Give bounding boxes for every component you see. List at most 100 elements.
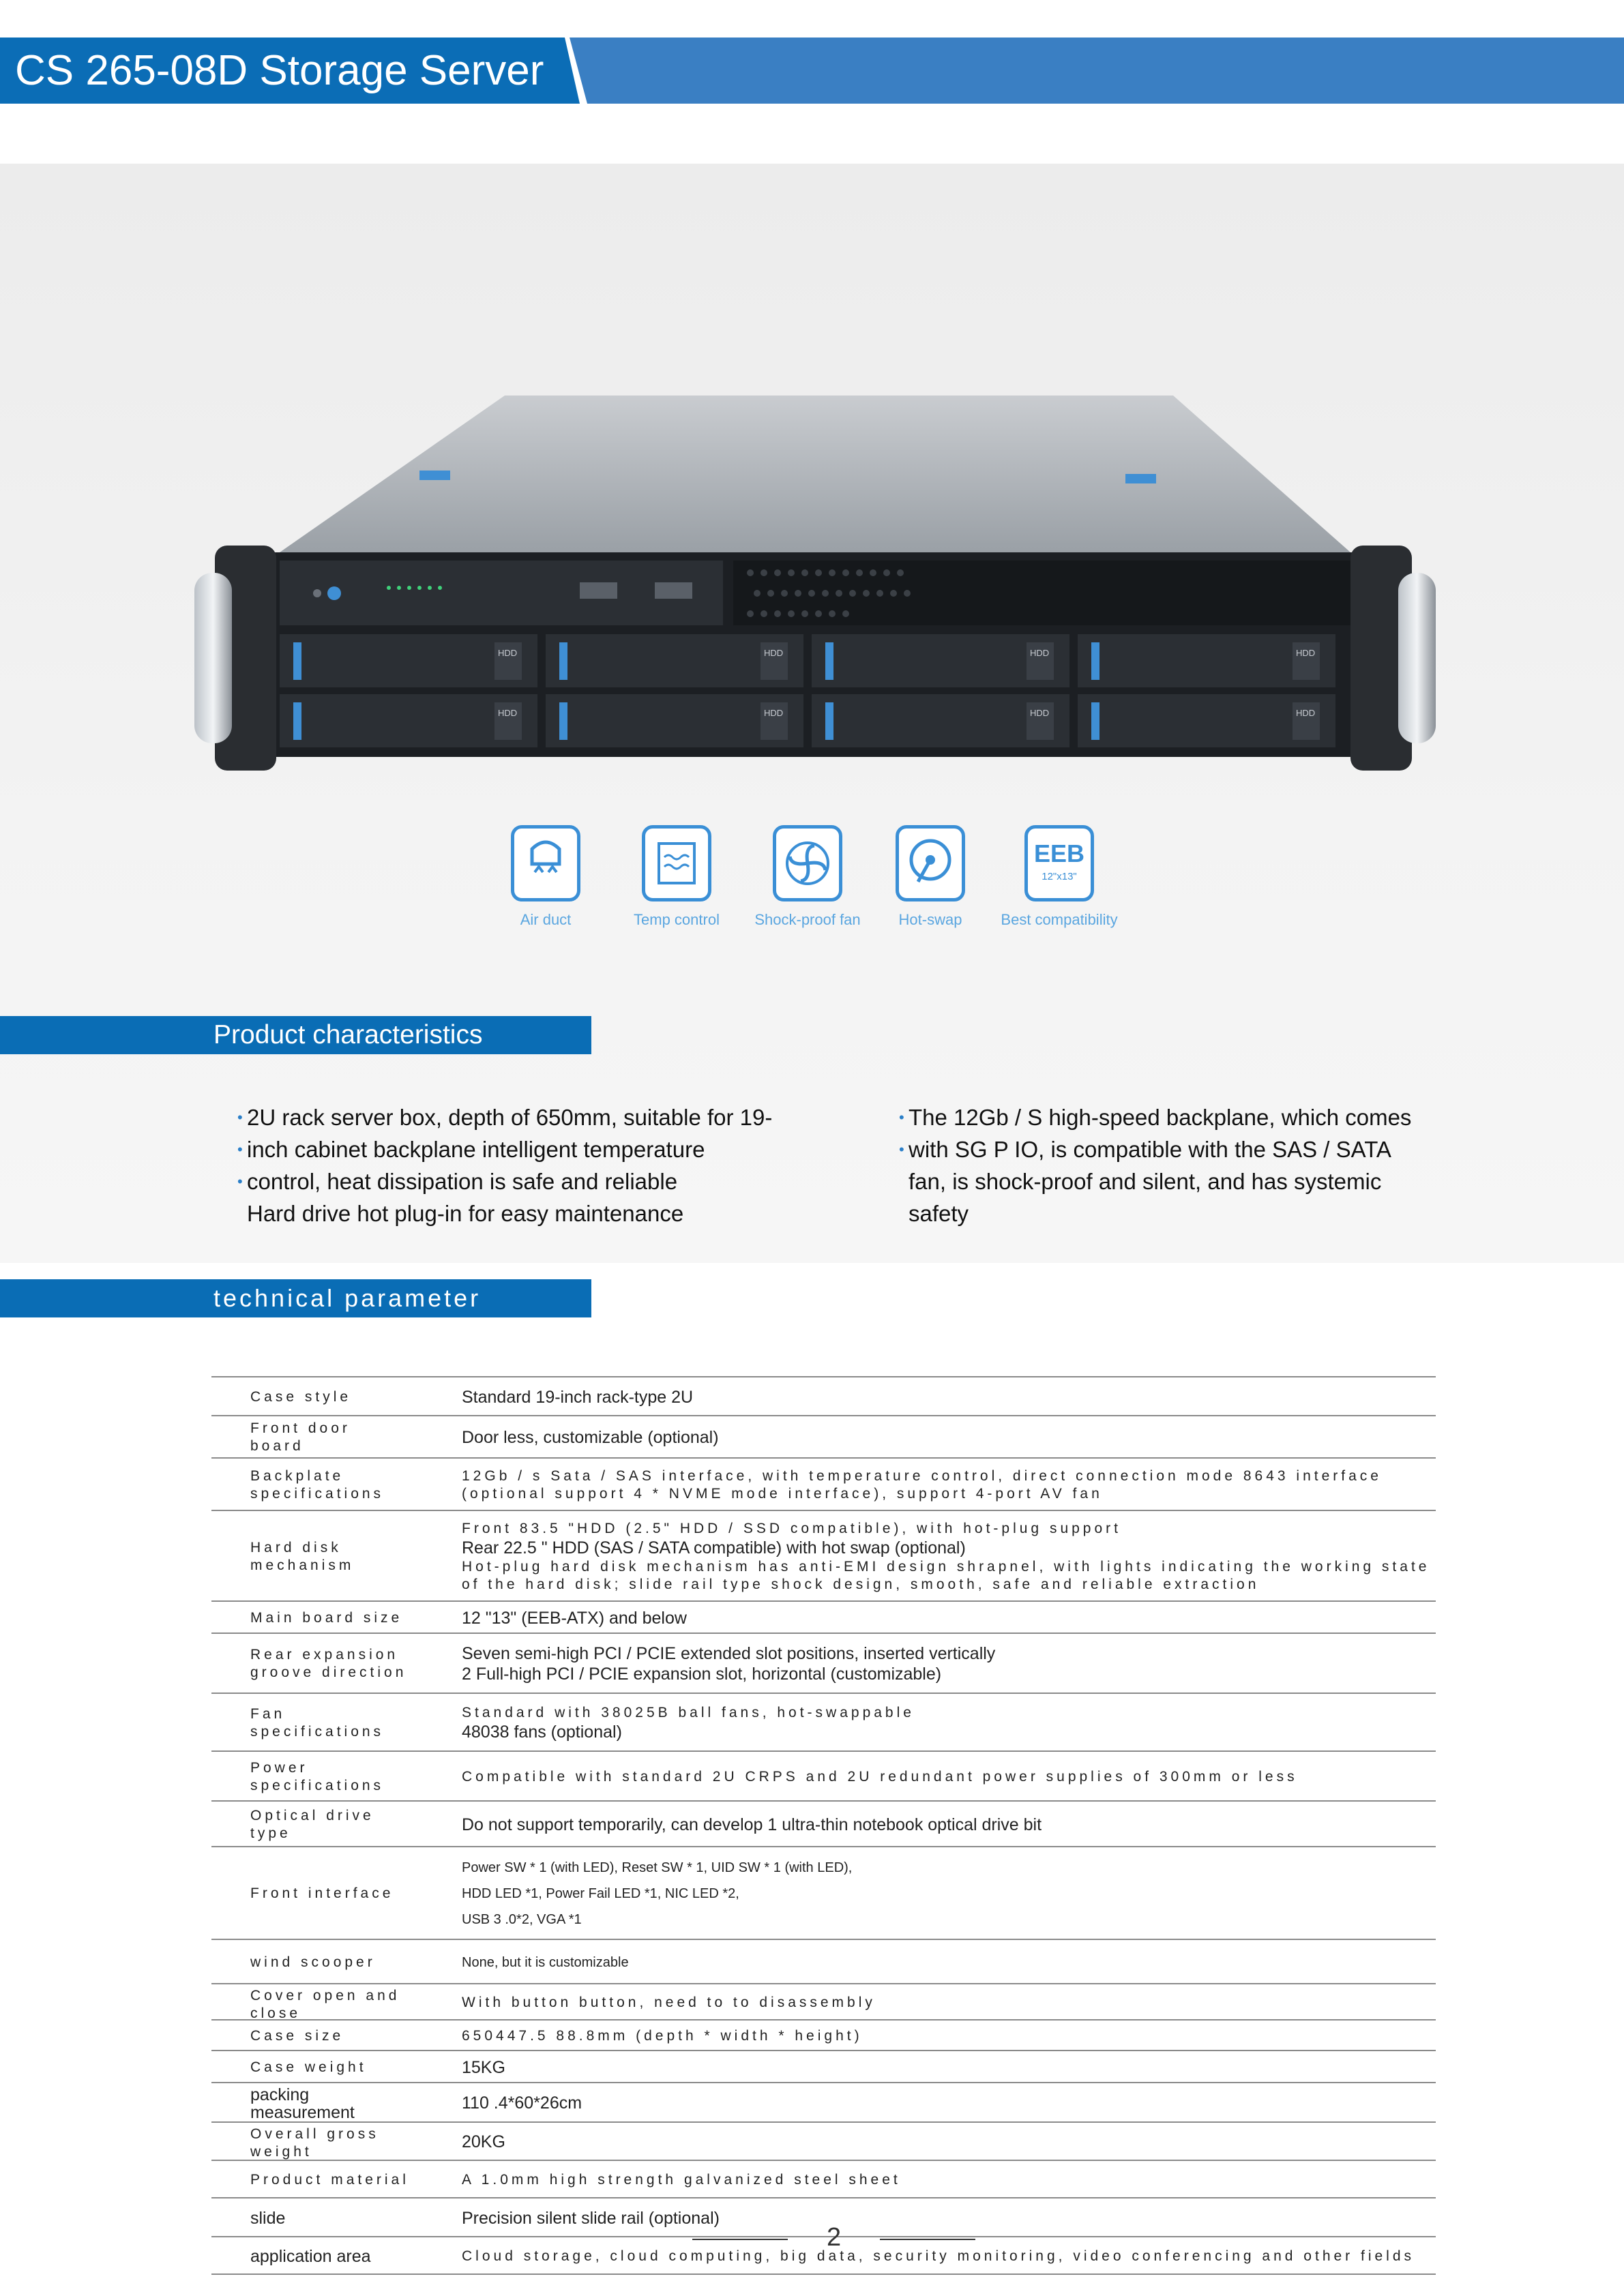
divider <box>880 2239 975 2240</box>
row-value: Cloud storage, cloud computing, big data… <box>462 2248 1430 2265</box>
row-value-line: Power SW * 1 (with LED), Reset SW * 1, U… <box>462 1860 853 1875</box>
page-number: 2 <box>827 2223 842 2252</box>
list-item: •control, heat dissipation is safe and r… <box>237 1165 772 1197</box>
row-label: Power specifications <box>250 1759 428 1795</box>
row-value-line: Do not support temporarily, can develop … <box>462 1815 1042 1834</box>
row-value-line: Standard with 38025B ball fans, hot-swap… <box>462 1705 915 1720</box>
row-value: Precision silent slide rail (optional) <box>462 2208 1430 2228</box>
row-label-line: slide <box>250 2209 286 2228</box>
row-label-line: Backplate <box>250 1468 344 1484</box>
feature-label: Shock-proof fan <box>754 911 861 928</box>
row-value: Door less, customizable (optional) <box>462 1427 1430 1448</box>
bay-label: HDD <box>498 708 517 718</box>
row-label: Front door board <box>250 1420 428 1455</box>
row-label-line: specifications <box>250 1778 385 1793</box>
row-label-line: Overall gross <box>250 2126 379 2142</box>
row-value: Do not support temporarily, can develop … <box>462 1815 1430 1835</box>
feature-icons: Air duct Temp control Shock-proof fan <box>0 825 1624 948</box>
row-label-line: Fan <box>250 1706 286 1722</box>
row-label-line: board <box>250 1438 304 1454</box>
row-label-line: close <box>250 2006 301 2021</box>
temp-control-icon <box>642 825 711 901</box>
row-label: Cover open and close <box>250 1987 428 2023</box>
bay-label: HDD <box>1296 648 1315 658</box>
hot-swap-icon <box>896 825 965 901</box>
row-label-line: Front interface <box>250 1885 394 1901</box>
table-row: Case size 650447.5 88.8mm (depth * width … <box>211 2019 1436 2051</box>
row-label: Case size <box>250 2027 428 2045</box>
row-value-line: Cloud storage, cloud computing, big data… <box>462 2248 1415 2264</box>
row-label-line: packing <box>250 2085 310 2104</box>
divider <box>692 2239 788 2240</box>
row-label-line: Hard disk <box>250 1540 342 1555</box>
bay-label: HDD <box>498 648 517 658</box>
row-label-line: groove direction <box>250 1665 407 1680</box>
row-label-line: weight <box>250 2144 312 2160</box>
row-label-line: Front door <box>250 1420 351 1436</box>
row-label-line: Power <box>250 1760 308 1776</box>
row-label: application area <box>250 2248 428 2265</box>
table-row: Rear expansion groove direction Seven semi… <box>211 1632 1436 1694</box>
row-value-line: Front 83.5 "HDD (2.5" HDD / SSD compatib… <box>462 1521 1121 1536</box>
row-value-line: 12 "13" (EEB-ATX) and below <box>462 1609 687 1628</box>
feature-label: Air duct <box>520 911 572 928</box>
table-row: application area Cloud storage, cloud com… <box>211 2236 1436 2275</box>
bullet-icon: • <box>237 1141 243 1158</box>
row-value-line: of the hard disk; slide rail type shock … <box>462 1577 1260 1592</box>
table-row: slide Precision silent slide rail (option… <box>211 2197 1436 2237</box>
row-label: Case weight <box>250 2059 428 2076</box>
row-value: Standard 19-inch rack-type 2U <box>462 1387 1430 1407</box>
row-label-line: Rear expansion <box>250 1647 399 1663</box>
row-label-line: Optical drive <box>250 1808 374 1823</box>
row-value: 650447.5 88.8mm (depth * width * height) <box>462 2027 1430 2045</box>
row-value: With button button, need to to disassemb… <box>462 1994 1430 2012</box>
bay-label: HDD <box>1030 708 1049 718</box>
row-label-line: Cover open and <box>250 1988 400 2003</box>
row-value-line: Door less, customizable (optional) <box>462 1428 719 1447</box>
table-bottom-rule <box>211 2273 1436 2275</box>
row-value-line: Compatible with standard 2U CRPS and 2U … <box>462 1769 1298 1785</box>
characteristics-left: •2U rack server box, depth of 650mm, sui… <box>237 1101 772 1229</box>
row-label-line: measurement <box>250 2103 355 2122</box>
table-row: Front door board Door less, customizable (… <box>211 1415 1436 1459</box>
row-label-line: application area <box>250 2247 371 2266</box>
eeb-badge-top: EEB <box>1033 839 1085 867</box>
row-value: 15KG <box>462 2057 1430 2078</box>
row-value: Seven semi-high PCI / PCIE extended slot… <box>462 1643 1430 1684</box>
table-row: Fan specifications Standard with 38025B ba… <box>211 1693 1436 1752</box>
feature-label: Best compatibility <box>1001 911 1118 928</box>
row-label: Main board size <box>250 1609 428 1627</box>
row-value: 12 "13" (EEB-ATX) and below <box>462 1608 1430 1628</box>
title-banner-dark <box>0 38 580 104</box>
table-row: Cover open and close With button button, n… <box>211 1983 1436 2021</box>
eeb-icon: EEB 12"x13" <box>1024 825 1094 901</box>
row-value-line: USB 3 .0*2, VGA *1 <box>462 1912 582 1927</box>
row-label: Rear expansion groove direction <box>250 1646 428 1682</box>
bay-label: HDD <box>764 648 783 658</box>
row-value-line: With button button, need to to disassemb… <box>462 1995 876 2010</box>
eeb-badge-bottom: 12"x13" <box>1042 871 1077 882</box>
row-label: Front interface <box>250 1885 428 1903</box>
feature-hot-swap: Hot-swap <box>862 825 999 929</box>
row-value: 12Gb / s Sata / SAS interface, with temp… <box>462 1467 1430 1503</box>
title-banner-light <box>570 38 1624 104</box>
row-value: 110 .4*60*26cm <box>462 2093 1430 2113</box>
row-value: Front 83.5 "HDD (2.5" HDD / SSD compatib… <box>462 1520 1430 1594</box>
row-value-line: (optional support 4 * NVME mode interfac… <box>462 1486 1103 1502</box>
row-label-line: Case weight <box>250 2059 367 2075</box>
row-value-line: None, but it is customizable <box>462 1955 629 1970</box>
row-label-line: specifications <box>250 1724 385 1740</box>
row-label-line: Case size <box>250 2028 344 2044</box>
row-label: Overall gross weight <box>250 2126 428 2161</box>
row-value-line: 110 .4*60*26cm <box>462 2093 582 2113</box>
table-row: Power specifications Compatible with stand… <box>211 1750 1436 1802</box>
list-item: safety <box>909 1201 969 1226</box>
